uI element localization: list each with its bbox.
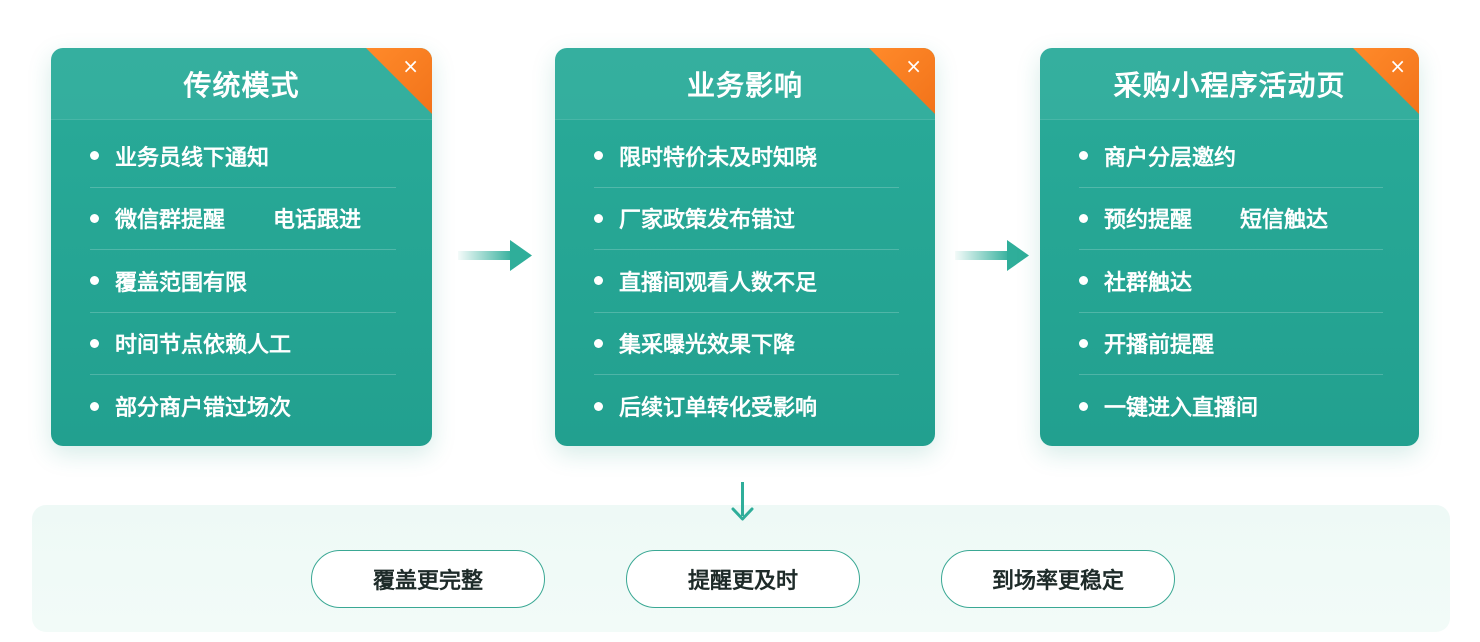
close-icon: ×: [1389, 54, 1406, 78]
bullet-icon: [1079, 276, 1088, 286]
list-item-text: 开播前提醒: [1104, 333, 1215, 359]
bullet-icon: [1079, 401, 1088, 411]
list-item-text: 微信群提醒: [115, 208, 226, 234]
list-item: 业务员线下通知: [90, 125, 396, 188]
list-item-text: 时间节点依赖人工: [115, 333, 292, 359]
bullet-icon: [90, 338, 99, 348]
list-item: 后续订单转化受影响: [594, 375, 899, 438]
arrow-down-icon: [731, 482, 754, 521]
card-business-impact: 业务影响 × 限时特价未及时知晓 厂家政策发布错过 直播间观看人数不足 集采曝光…: [555, 48, 935, 446]
list-item: 社群触达: [1079, 250, 1383, 313]
card-mini-program-page: 采购小程序活动页 × 商户分层邀约 预约提醒 短信触达 社群触达 开播前提醒 一键…: [1040, 48, 1419, 446]
card-title: 采购小程序活动页: [1113, 68, 1346, 102]
list-item: 开播前提醒: [1079, 313, 1383, 375]
bullet-icon: [1079, 151, 1088, 161]
list-item-text: 覆盖范围有限: [115, 270, 248, 296]
list-item-text: 部分商户错过场次: [115, 396, 292, 422]
card-header: 传统模式: [51, 48, 432, 120]
list-item-text: 社群触达: [1104, 270, 1193, 296]
bullet-icon: [594, 213, 603, 223]
result-pill-coverage: 覆盖更完整: [311, 550, 545, 608]
list-item: 预约提醒 短信触达: [1079, 188, 1383, 250]
card-header: 业务影响: [555, 48, 935, 120]
list-item: 部分商户错过场次: [90, 375, 396, 438]
bullet-icon: [90, 276, 99, 286]
list-item: 时间节点依赖人工: [90, 313, 396, 375]
arrow-right-icon: [458, 240, 532, 271]
card-traditional-mode: 传统模式 × 业务员线下通知 微信群提醒 电话跟进 覆盖范围有限 时间节点依赖人工…: [51, 48, 432, 446]
list-item-text-secondary: 短信触达: [1240, 208, 1329, 234]
card-title: 业务影响: [686, 68, 803, 102]
list-item: 直播间观看人数不足: [594, 250, 899, 313]
list-item-text: 预约提醒: [1104, 208, 1193, 234]
card-title: 传统模式: [183, 68, 300, 102]
result-pill-label: 到场率更稳定: [991, 569, 1124, 594]
list-item-text: 厂家政策发布错过: [619, 208, 796, 234]
card-item-list: 限时特价未及时知晓 厂家政策发布错过 直播间观看人数不足 集采曝光效果下降 后续…: [594, 125, 899, 438]
bullet-icon: [594, 338, 603, 348]
arrow-right-icon: [955, 240, 1029, 271]
close-icon: ×: [402, 54, 419, 78]
bullet-icon: [1079, 338, 1088, 348]
list-item-text: 业务员线下通知: [115, 145, 270, 171]
bullet-icon: [594, 276, 603, 286]
list-item-text: 一键进入直播间: [1104, 396, 1259, 422]
list-item: 微信群提醒 电话跟进: [90, 188, 396, 250]
list-item-text: 限时特价未及时知晓: [619, 145, 818, 171]
bullet-icon: [1079, 213, 1088, 223]
bullet-icon: [90, 151, 99, 161]
result-pill-timeliness: 提醒更及时: [626, 550, 860, 608]
card-item-list: 商户分层邀约 预约提醒 短信触达 社群触达 开播前提醒 一键进入直播间: [1079, 125, 1383, 438]
result-pill-label: 覆盖更完整: [372, 569, 483, 594]
bullet-icon: [594, 401, 603, 411]
list-item: 覆盖范围有限: [90, 250, 396, 313]
close-icon: ×: [905, 54, 922, 78]
list-item: 一键进入直播间: [1079, 375, 1383, 438]
list-item-text: 直播间观看人数不足: [619, 270, 818, 296]
result-pill-label: 提醒更及时: [687, 569, 798, 594]
bullet-icon: [90, 401, 99, 411]
bullet-icon: [594, 151, 603, 161]
list-item: 集采曝光效果下降: [594, 313, 899, 375]
card-item-list: 业务员线下通知 微信群提醒 电话跟进 覆盖范围有限 时间节点依赖人工 部分商户错过…: [90, 125, 396, 438]
list-item-text-secondary: 电话跟进: [273, 208, 362, 234]
list-item-text: 集采曝光效果下降: [619, 333, 796, 359]
list-item: 商户分层邀约: [1079, 125, 1383, 188]
list-item: 限时特价未及时知晓: [594, 125, 899, 188]
list-item-text: 商户分层邀约: [1104, 145, 1237, 171]
result-pill-attendance: 到场率更稳定: [941, 550, 1175, 608]
list-item: 厂家政策发布错过: [594, 188, 899, 250]
card-header: 采购小程序活动页: [1040, 48, 1419, 120]
bullet-icon: [90, 213, 99, 223]
list-item-text: 后续订单转化受影响: [619, 396, 818, 422]
